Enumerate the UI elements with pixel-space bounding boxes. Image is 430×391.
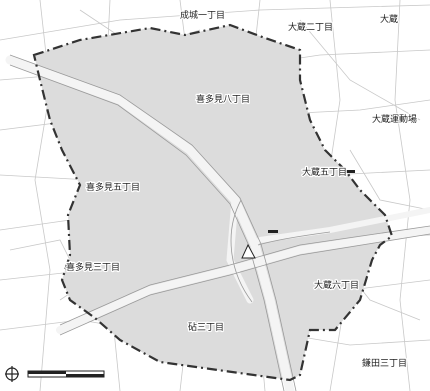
place-label: 鎌田三丁目 — [362, 357, 407, 369]
small-structure — [345, 170, 355, 173]
district-boundary — [32, 23, 394, 382]
place-label: 大蔵五丁目 — [302, 166, 347, 178]
main-roads — [5, 55, 430, 391]
place-label: 成城一丁目 — [180, 9, 225, 21]
place-label: 大蔵運動場 — [372, 113, 417, 125]
place-label: 喜多見五丁目 — [86, 181, 140, 193]
map-legend — [4, 364, 124, 384]
district-area — [34, 25, 392, 380]
place-label: 喜多見三丁目 — [66, 261, 120, 273]
place-label: 大蔵二丁目 — [288, 21, 333, 33]
place-label: 大蔵六丁目 — [314, 279, 359, 291]
scale-bar — [27, 370, 105, 378]
triangle-marker-icon — [241, 243, 256, 259]
place-label: 喜多見八丁目 — [196, 93, 250, 105]
north-arrow-icon — [5, 366, 19, 382]
place-label: 砧三丁目 — [188, 321, 224, 333]
place-label: 大蔵 — [380, 13, 398, 25]
small-structure — [268, 230, 278, 233]
road-edges — [9, 54, 430, 391]
